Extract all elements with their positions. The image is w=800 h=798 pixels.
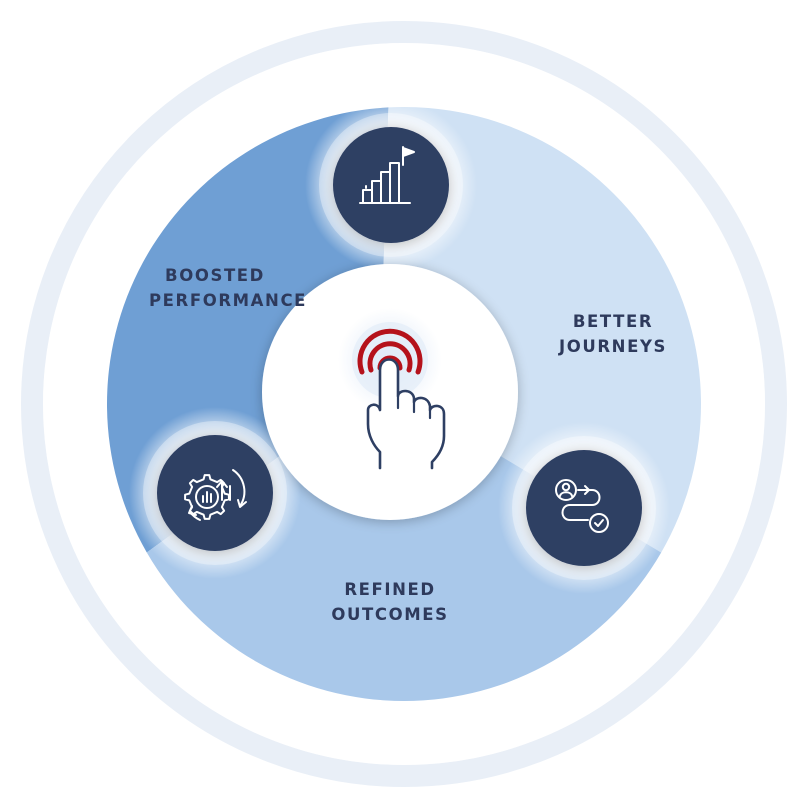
tap-gesture-icon [338,308,446,470]
label-better-line1: BETTER [573,312,653,331]
boosted-performance-icon-node [305,99,477,271]
label-refined-line2: OUTCOMES [331,605,448,624]
label-refined-outcomes: REFINED OUTCOMES [331,580,448,624]
label-refined-line1: REFINED [344,580,435,599]
label-better-line2: JOURNEYS [558,337,667,356]
label-better-journeys: BETTER JOURNEYS [558,312,667,356]
growth-chart-flag-icon [359,146,415,204]
label-boosted-performance: BOOSTED PERFORMANCE [149,266,307,310]
label-boosted-line2: PERFORMANCE [149,291,307,310]
refined-outcomes-icon-node [129,407,301,579]
outer-ring [21,21,787,787]
label-boosted-line1: BOOSTED [165,266,265,285]
better-journeys-icon-node [498,422,670,594]
gear-analytics-icon [184,469,247,521]
user-journey-path-icon [555,479,609,533]
